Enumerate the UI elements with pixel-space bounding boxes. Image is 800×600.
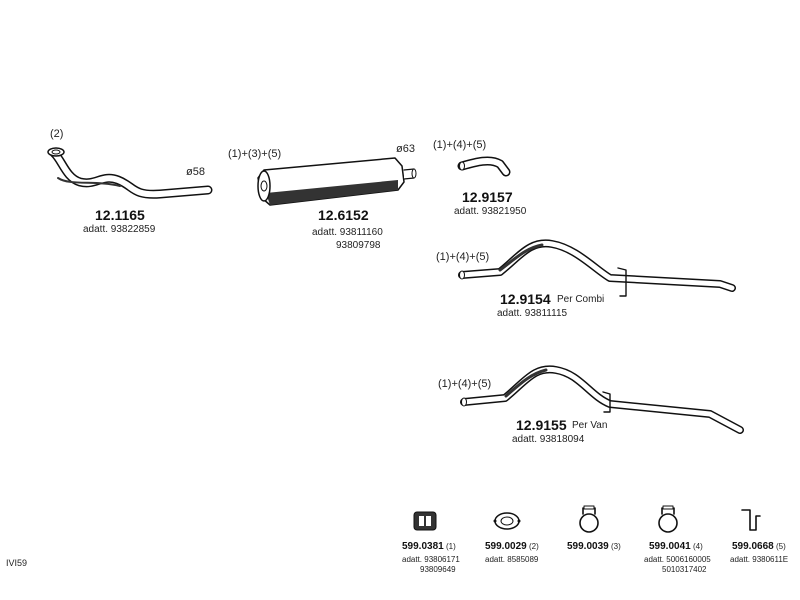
accessory-number: (5) — [776, 542, 786, 551]
accessory-number: (1) — [446, 542, 456, 551]
diameter-label: ø63 — [396, 143, 415, 155]
part-code: 12.1165 — [95, 207, 145, 223]
part-tag: (1)+(4)+(5) — [433, 139, 487, 151]
accessory-number: (4) — [693, 542, 703, 551]
diameter-label: ø58 — [186, 166, 205, 178]
part-variant: Per Van — [572, 420, 608, 431]
mounting-bracket-icon — [741, 509, 761, 531]
adatt-label: adatt. 93811160 — [312, 227, 383, 238]
flange-gasket-icon — [493, 512, 521, 530]
part-code: 12.9154 — [500, 291, 551, 307]
front-pipe-12-1165 — [47, 147, 213, 199]
accessory-code: 599.0039 — [567, 541, 609, 552]
adatt-label: 93809649 — [420, 565, 456, 574]
accessory-code: 599.0381 — [402, 541, 444, 552]
footer-reference: IVI59 — [6, 558, 28, 568]
adatt-label: adatt. 93811115 — [497, 308, 568, 319]
adatt-label: adatt. 93822859 — [83, 224, 156, 235]
part-variant: Per Combi — [557, 294, 605, 305]
adatt-label: adatt. 93806171 — [402, 555, 460, 564]
adatt-label: 93809798 — [336, 240, 381, 251]
rubber-hanger-icon — [413, 511, 437, 531]
accessory-number: (2) — [529, 542, 539, 551]
accessory-code: 599.0041 — [649, 541, 691, 552]
tail-pipe-12-9155 — [460, 365, 744, 434]
pipe-clamp-icon — [658, 505, 678, 533]
adatt-label: adatt. 9380611E — [730, 555, 789, 564]
part-tag: (1)+(4)+(5) — [436, 251, 490, 263]
part-tag: (1)+(3)+(5) — [228, 148, 282, 160]
accessory-number: (3) — [611, 542, 621, 551]
part-code: 12.6152 — [318, 207, 369, 223]
accessory-code: 599.0029 — [485, 541, 527, 552]
part-code: 12.9155 — [516, 417, 567, 433]
part-tag: (2) — [50, 128, 64, 140]
accessory-code: 599.0668 — [732, 541, 774, 552]
adatt-label: adatt. 93821950 — [454, 206, 527, 217]
adatt-label: adatt. 5006160005 — [644, 555, 711, 564]
part-tag: (1)+(4)+(5) — [438, 378, 492, 390]
elbow-pipe-12-9157 — [457, 156, 511, 177]
pipe-clamp-icon — [579, 505, 599, 533]
tail-pipe-12-9154 — [458, 239, 736, 297]
adatt-label: adatt. 8585089 — [485, 555, 539, 564]
adatt-label: adatt. 93818094 — [512, 434, 585, 445]
adatt-label: 5010317402 — [662, 565, 707, 574]
muffler-12-6152 — [257, 157, 417, 206]
part-code: 12.9157 — [462, 189, 513, 205]
